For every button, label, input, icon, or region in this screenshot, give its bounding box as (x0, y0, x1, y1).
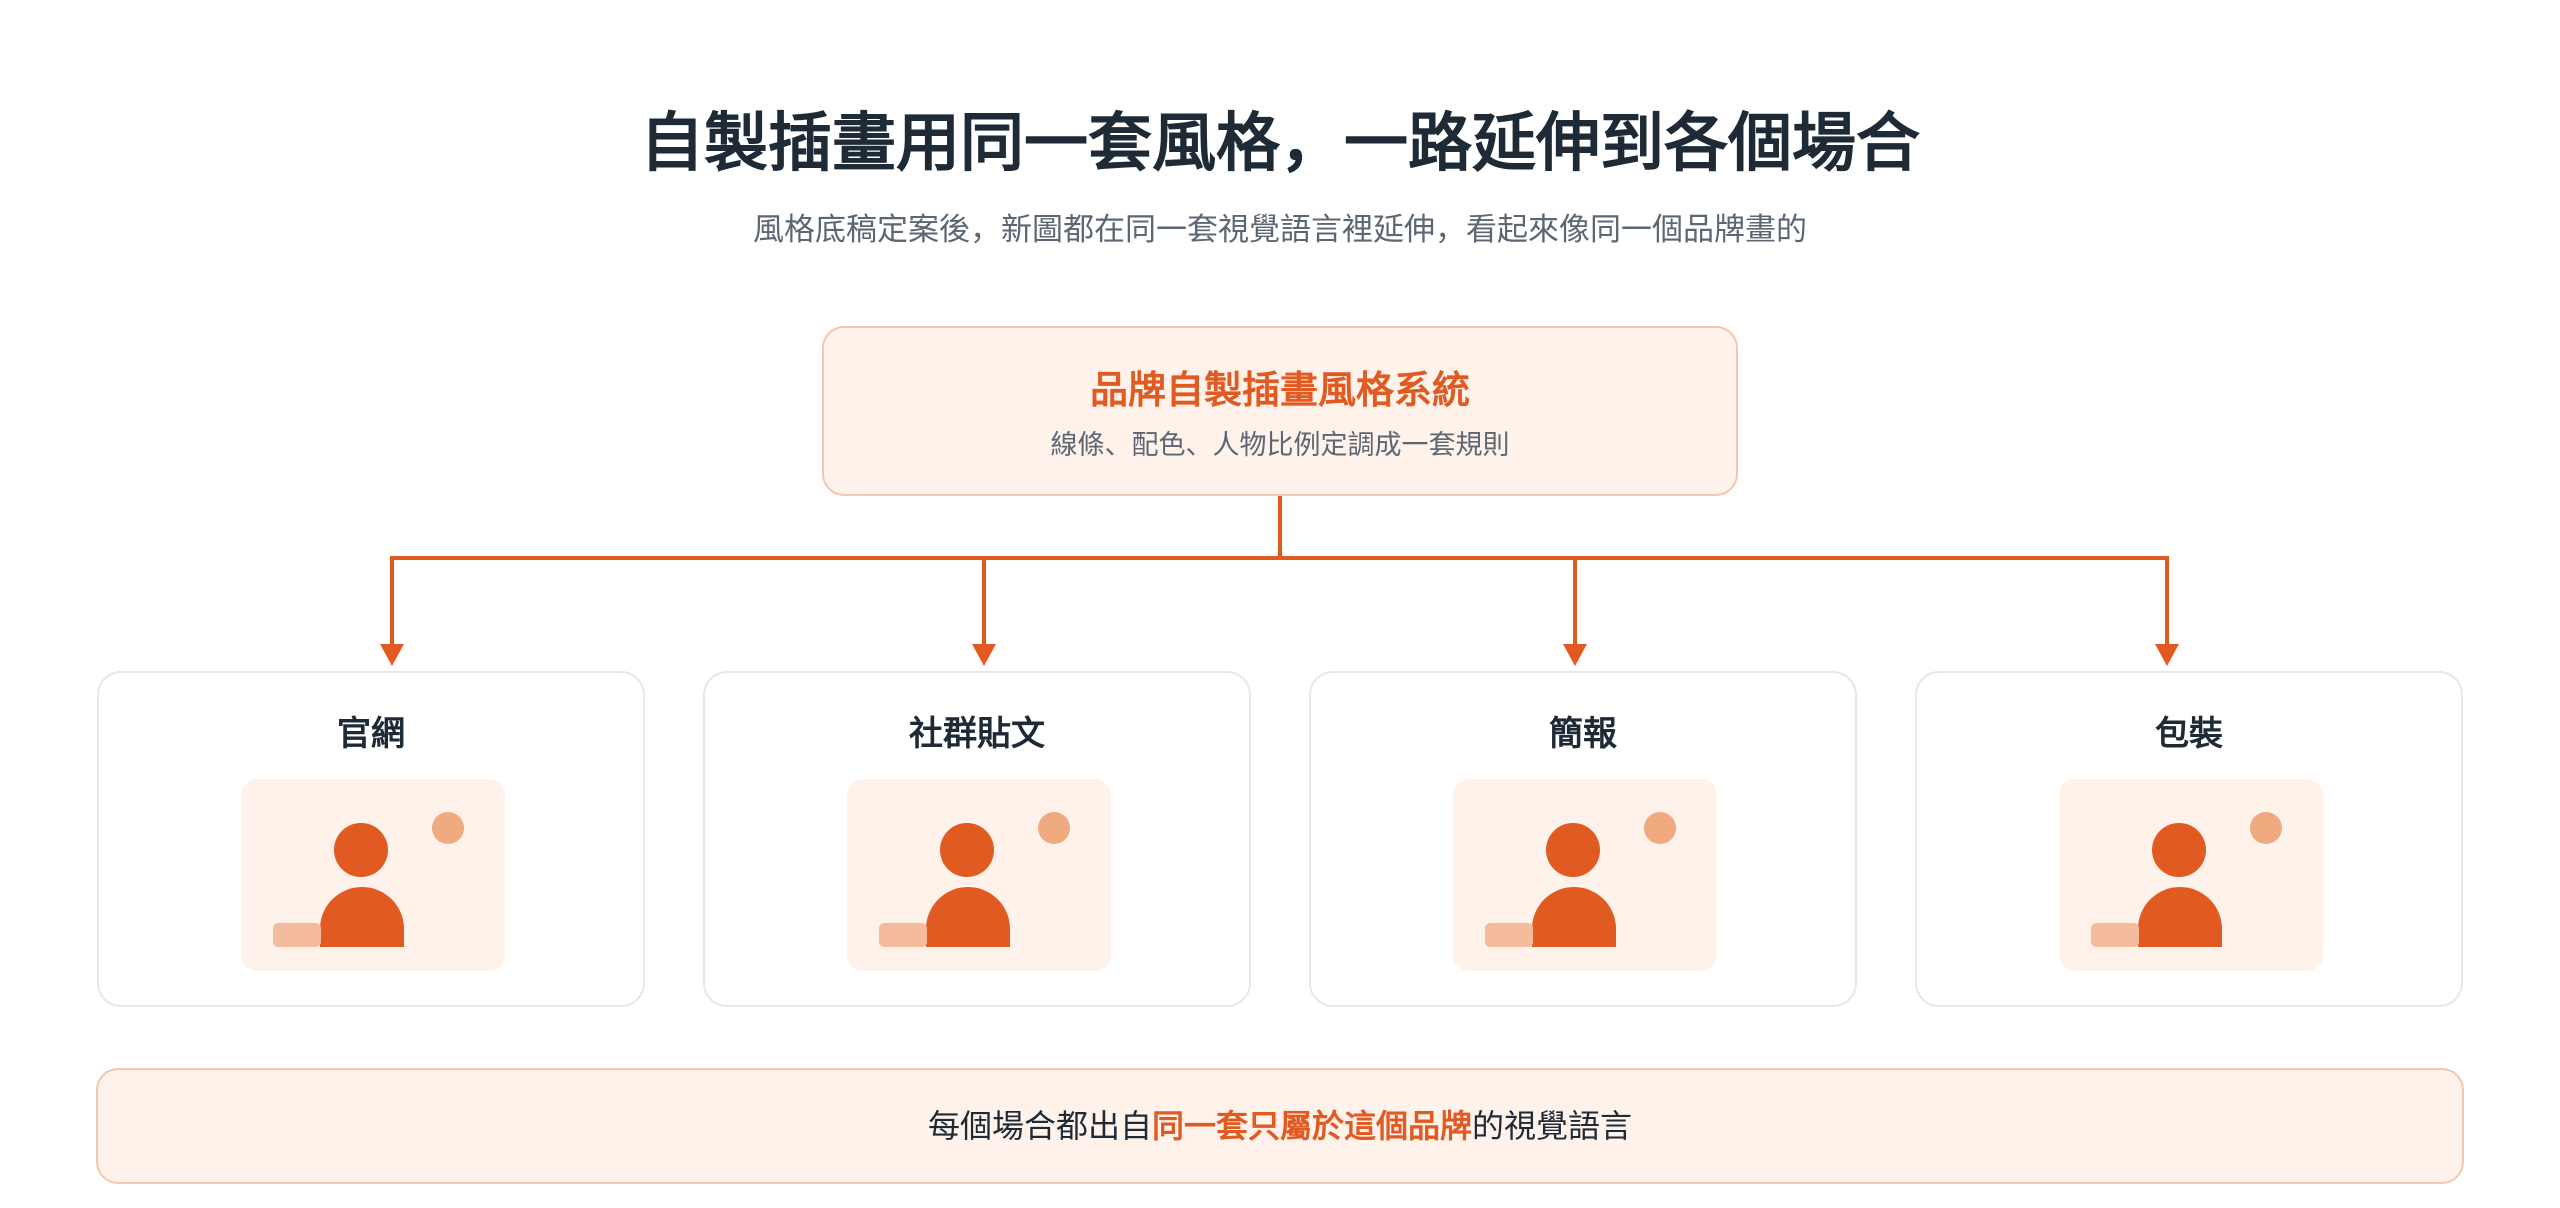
figure-base (273, 923, 321, 947)
arrow-down-icon (380, 644, 404, 666)
figure-body (926, 887, 1010, 947)
accent-dot (1644, 812, 1676, 844)
accent-dot (2250, 812, 2282, 844)
figure-body (2138, 887, 2222, 947)
card-title: 官網 (337, 714, 405, 754)
page-subtitle: 風格底稿定案後，新圖都在同一套視覺語言裡延伸，看起來像同一個品牌畫的 (753, 212, 1807, 248)
page-title: 自製插畫用同一套風格，一路延伸到各個場合 (640, 107, 1920, 181)
person-illustration-icon (2059, 779, 2323, 971)
figure-base (2091, 923, 2139, 947)
root-node-description: 線條、配色、人物比例定調成一套規則 (1050, 430, 1510, 461)
channel-card-presentation: 簡報 (1309, 671, 1857, 1007)
figure-base (879, 923, 927, 947)
figure-head (1546, 823, 1600, 877)
root-node-title: 品牌自製插畫風格系統 (1089, 368, 1470, 412)
card-title: 社群貼文 (909, 714, 1045, 754)
figure-body (320, 887, 404, 947)
root-node: 品牌自製插畫風格系統 線條、配色、人物比例定調成一套規則 (822, 326, 1738, 496)
person-illustration-icon (1453, 779, 1717, 971)
accent-dot (432, 812, 464, 844)
figure-base (1485, 923, 1533, 947)
arrow-down-icon (1563, 644, 1587, 666)
figure-body (1532, 887, 1616, 947)
summary-suffix: 的視覺語言 (1472, 1107, 1633, 1145)
channel-card-social-post: 社群貼文 (703, 671, 1251, 1007)
summary-prefix: 每個場合都出自 (927, 1107, 1152, 1145)
summary-banner: 每個場合都出自同一套只屬於這個品牌的視覺語言 (96, 1068, 2464, 1184)
person-illustration-icon (241, 779, 505, 971)
channel-card-website: 官網 (97, 671, 645, 1007)
figure-head (334, 823, 388, 877)
channel-card-packaging: 包裝 (1915, 671, 2463, 1007)
accent-dot (1038, 812, 1070, 844)
arrow-down-icon (2155, 644, 2179, 666)
summary-highlight: 同一套只屬於這個品牌 (1151, 1107, 1472, 1145)
figure-head (2152, 823, 2206, 877)
person-illustration-icon (847, 779, 1111, 971)
arrow-down-icon (972, 644, 996, 666)
card-title: 包裝 (2155, 714, 2223, 754)
figure-head (940, 823, 994, 877)
card-title: 簡報 (1549, 714, 1617, 754)
